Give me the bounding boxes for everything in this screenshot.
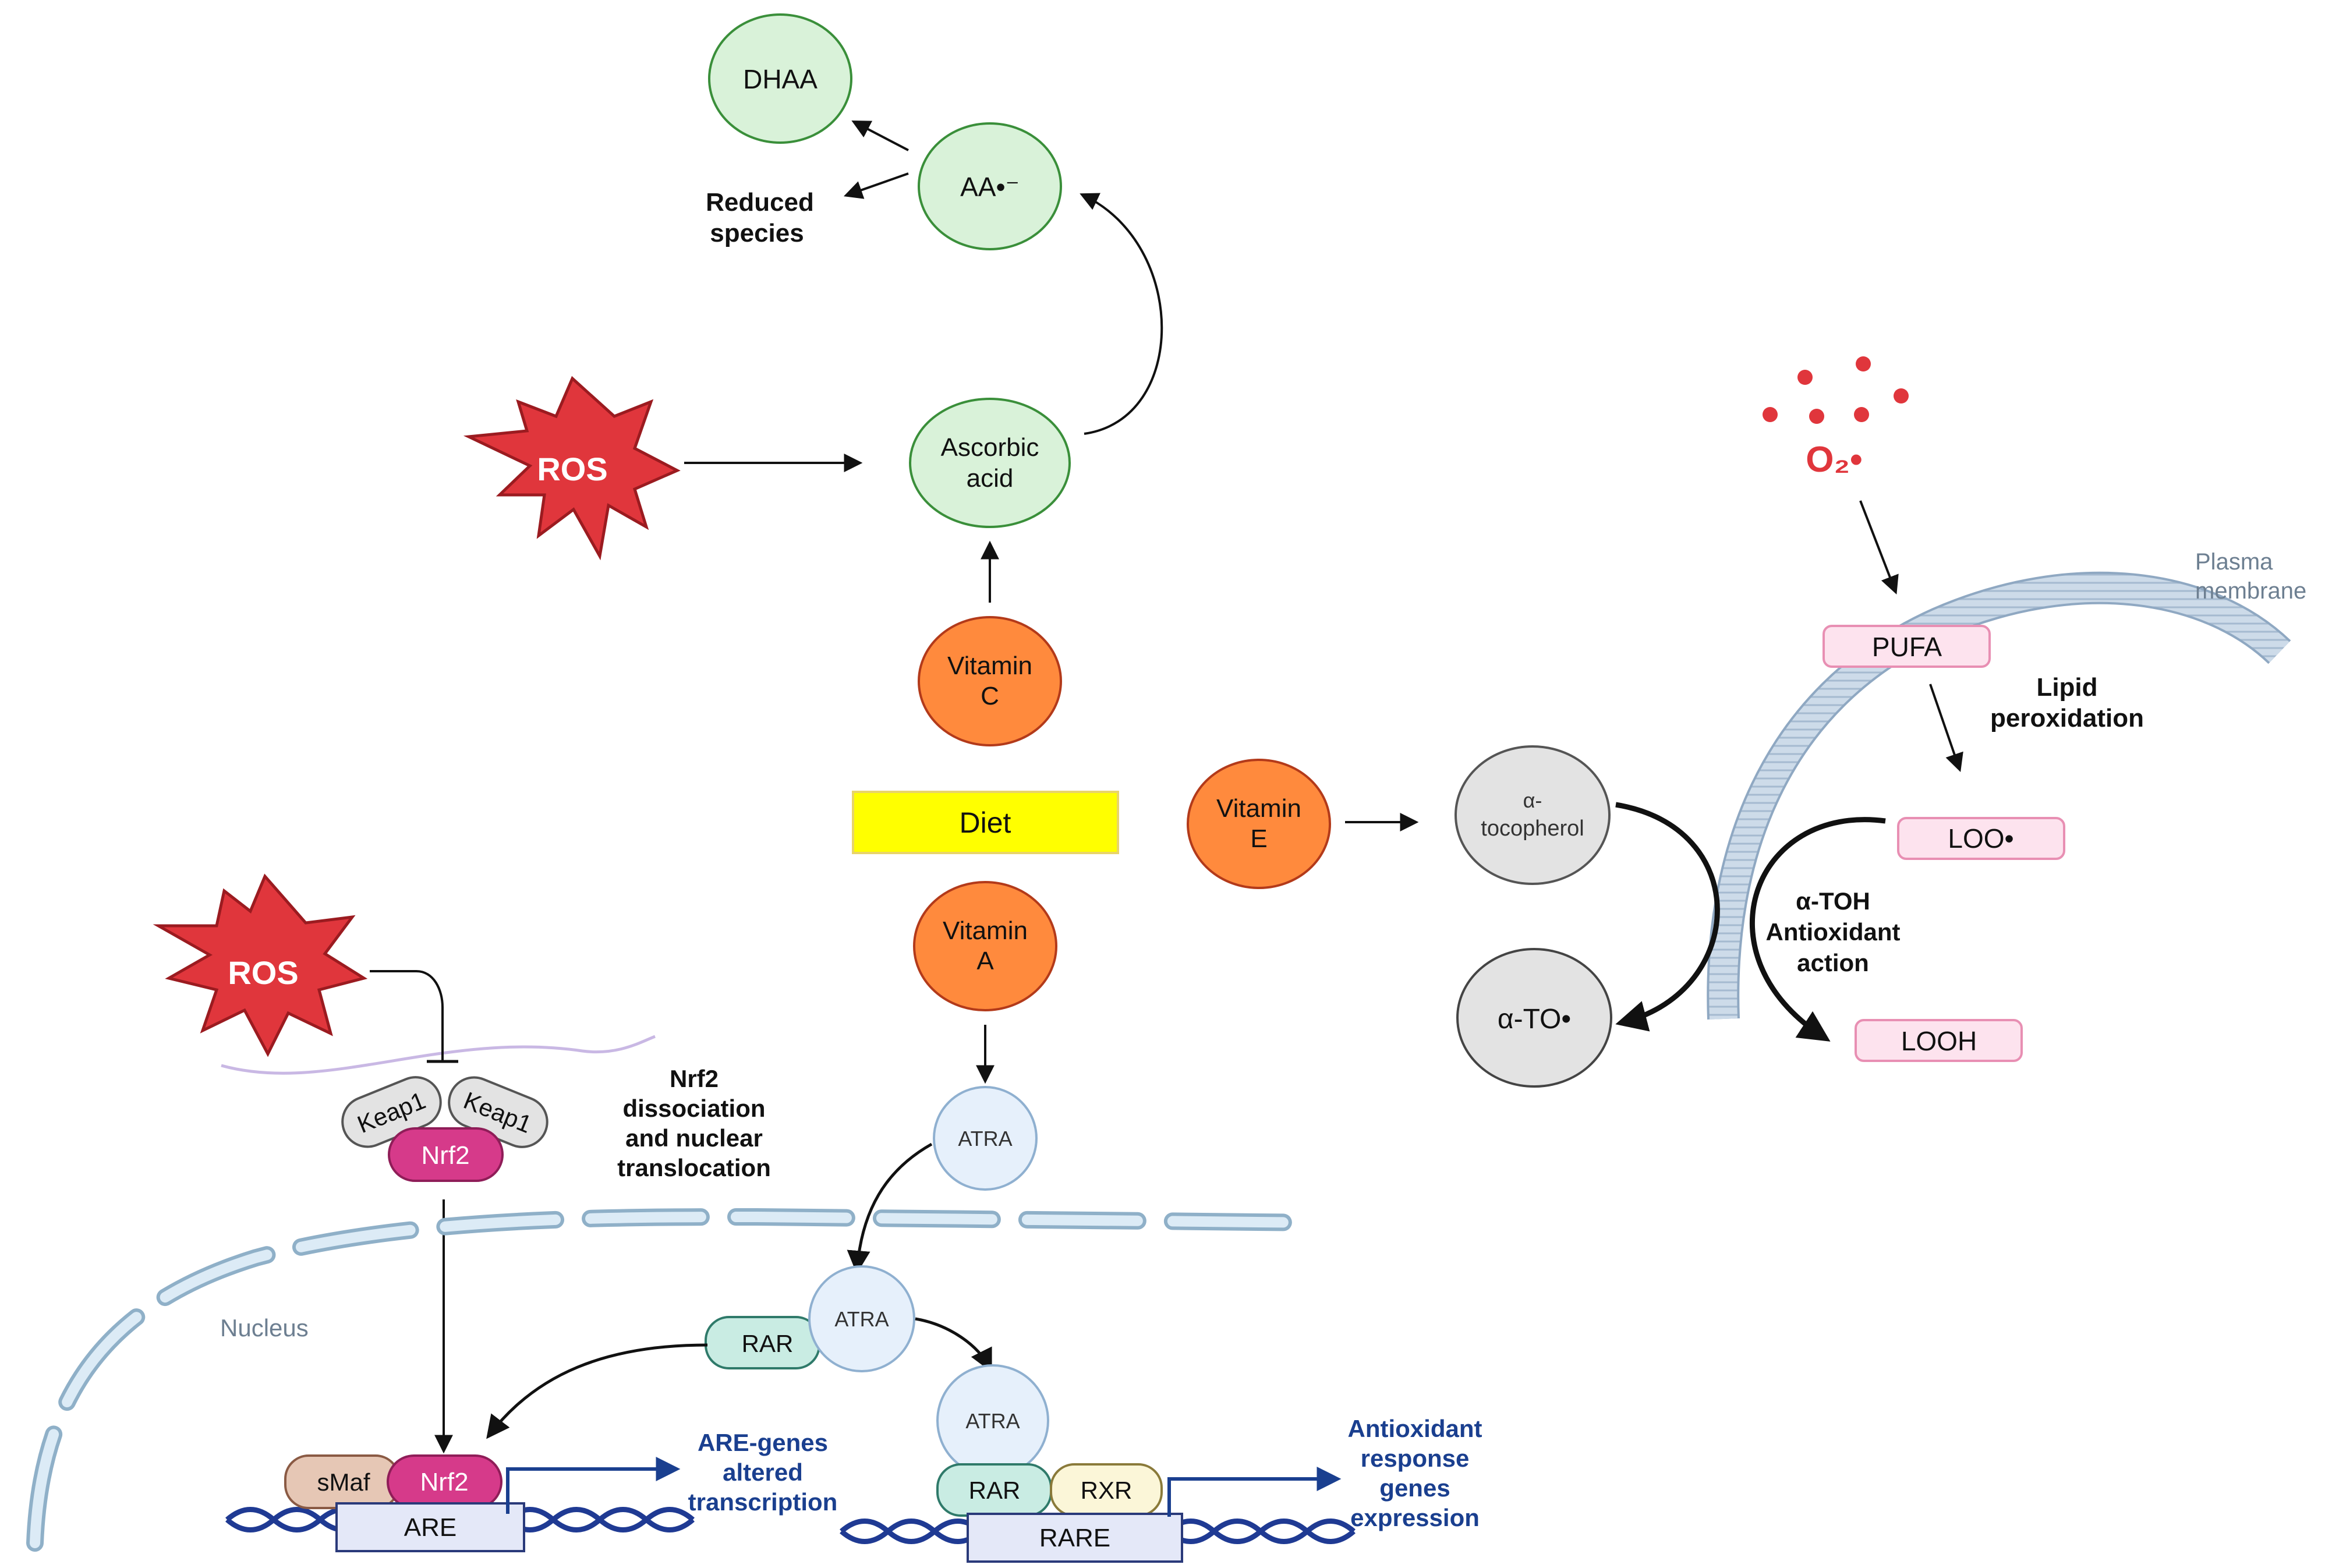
diet-label: Diet xyxy=(960,806,1011,839)
nrf2-nucleus: Nrf2 xyxy=(387,1454,502,1509)
arrow-atra-to-nucleus xyxy=(847,1142,933,1274)
lipid-peroxidation-label-2: peroxidation xyxy=(1990,704,2144,732)
ascorbic-label-1: Ascorbic xyxy=(941,433,1039,462)
antiox-label-4: expression xyxy=(1350,1504,1480,1531)
rare-box: RARE xyxy=(967,1513,1183,1563)
vitamin-c-node: Vitamin C xyxy=(918,616,1062,746)
atoh-label-1: α-TOH xyxy=(1796,887,1870,915)
are-box: ARE xyxy=(335,1502,525,1552)
nrf2-dissociation-1: Nrf2 xyxy=(670,1065,719,1092)
aa-radical-label: AA•⁻ xyxy=(960,172,1020,202)
tocopherol-label-1: α- xyxy=(1523,788,1542,812)
inhibition-line xyxy=(370,970,444,1061)
antiox-label-2: response xyxy=(1361,1445,1470,1472)
loo-box: LOO• xyxy=(1897,817,2065,860)
ros-top-label: ROS xyxy=(537,451,607,487)
vitc-label-2: C xyxy=(981,682,999,710)
arrow-aa-to-dhaa xyxy=(851,121,909,151)
aa-radical-node: AA•⁻ xyxy=(918,122,1062,250)
ros-left-label: ROS xyxy=(228,954,298,991)
looh-box: LOOH xyxy=(1855,1019,2023,1062)
smaf-label: sMaf xyxy=(317,1468,370,1496)
nrf2-dissociation-4: translocation xyxy=(617,1154,771,1181)
plasma-membrane-label-1: Plasma xyxy=(2195,549,2273,575)
rxr-label: RXR xyxy=(1081,1477,1133,1504)
arrow-pufa-to-loo xyxy=(1929,684,1963,773)
are-genes-label-2: altered xyxy=(723,1459,803,1486)
atoh-label-3: action xyxy=(1797,949,1869,976)
atra-1-label: ATRA xyxy=(958,1127,1012,1151)
diet-box: Diet xyxy=(852,791,1119,854)
rare-transcription-arrow xyxy=(1167,1467,1342,1517)
reduced-species-line2: species xyxy=(710,219,804,247)
rar-2-label: RAR xyxy=(969,1477,1021,1504)
looh-label: LOOH xyxy=(1901,1026,1977,1056)
plasma-membrane-label-2: membrane xyxy=(2195,578,2306,604)
vite-label-1: Vitamin xyxy=(1216,794,1301,823)
loo-label: LOO• xyxy=(1948,823,2013,854)
cytoplasm-membrane-line xyxy=(221,1035,656,1075)
nrf2-bottom-label: Nrf2 xyxy=(420,1468,468,1496)
rare-label: RARE xyxy=(1039,1524,1110,1552)
pufa-box: PUFA xyxy=(1823,625,1991,668)
atra-nucleus-1: ATRA xyxy=(808,1265,915,1372)
vita-label-2: A xyxy=(976,947,994,975)
nrf2-dissociation-3: and nuclear xyxy=(625,1124,763,1152)
nrf2-top-label: Nrf2 xyxy=(421,1141,469,1170)
nrf2-dissociation-2: dissociation xyxy=(622,1095,765,1122)
atra-2-label: ATRA xyxy=(834,1307,889,1331)
keap1-right: Keap1 xyxy=(448,1076,548,1148)
superoxide-label: O₂• xyxy=(1806,440,1862,480)
vita-label-1: Vitamin xyxy=(943,916,1028,945)
nrf2-cytoplasm: Nrf2 xyxy=(388,1127,504,1182)
pufa-label: PUFA xyxy=(1872,632,1942,662)
atoh-label-2: Antioxidant xyxy=(1766,918,1901,946)
rar-receptor-1: RAR xyxy=(705,1316,820,1369)
vitc-label-1: Vitamin xyxy=(947,652,1032,680)
lipid-peroxidation-label-1: Lipid xyxy=(2036,673,2097,702)
dhaa-node: DHAA xyxy=(708,13,852,144)
rxr-receptor: RXR xyxy=(1050,1463,1163,1517)
superoxide-dots xyxy=(1763,356,1909,424)
smaf-protein: sMaf xyxy=(284,1454,400,1509)
atra-3-label: ATRA xyxy=(965,1409,1020,1433)
tocopherol-label-2: tocopherol xyxy=(1481,816,1584,841)
ascorbic-label-2: acid xyxy=(967,464,1014,493)
ato-label: α-TO• xyxy=(1498,1004,1571,1035)
vitamin-a-node: Vitamin A xyxy=(913,881,1057,1011)
antiox-label-3: genes xyxy=(1379,1474,1450,1502)
antiox-label-1: Antioxidant xyxy=(1348,1415,1482,1442)
are-label: ARE xyxy=(404,1513,456,1542)
alpha-tocopherol-node: α- tocopherol xyxy=(1455,745,1611,885)
reduced-species-line1: Reduced xyxy=(706,188,814,217)
nucleus-label: Nucleus xyxy=(220,1314,309,1342)
arrow-rar-to-are xyxy=(486,1343,708,1439)
dhaa-label: DHAA xyxy=(743,64,818,94)
alpha-to-radical-node: α-TO• xyxy=(1456,948,1612,1088)
arrow-ascorbic-to-aa xyxy=(1080,193,1163,435)
ascorbic-acid-node: Ascorbic acid xyxy=(909,398,1071,528)
arrow-loo-to-looh xyxy=(1749,817,1886,1042)
arrow-tocopherol-to-ato xyxy=(1615,802,1720,1032)
are-genes-label-3: transcription xyxy=(688,1488,838,1516)
arrow-atra-to-rare xyxy=(915,1317,992,1373)
vitamin-e-node: Vitamin E xyxy=(1187,759,1331,889)
vite-label-2: E xyxy=(1250,824,1267,853)
ros-burst-left: ROS xyxy=(153,873,368,1057)
rar-1-label: RAR xyxy=(742,1330,794,1357)
arrow-aa-to-reduced xyxy=(843,172,909,199)
ros-burst-top: ROS xyxy=(463,376,681,561)
atra-cytoplasm: ATRA xyxy=(933,1086,1038,1191)
are-genes-label-1: ARE-genes xyxy=(698,1429,828,1456)
atra-nucleus-2: ATRA xyxy=(936,1364,1049,1477)
rar-receptor-2: RAR xyxy=(936,1463,1052,1517)
are-transcription-arrow xyxy=(506,1457,681,1514)
arrow-o2-to-pufa xyxy=(1859,500,1899,594)
